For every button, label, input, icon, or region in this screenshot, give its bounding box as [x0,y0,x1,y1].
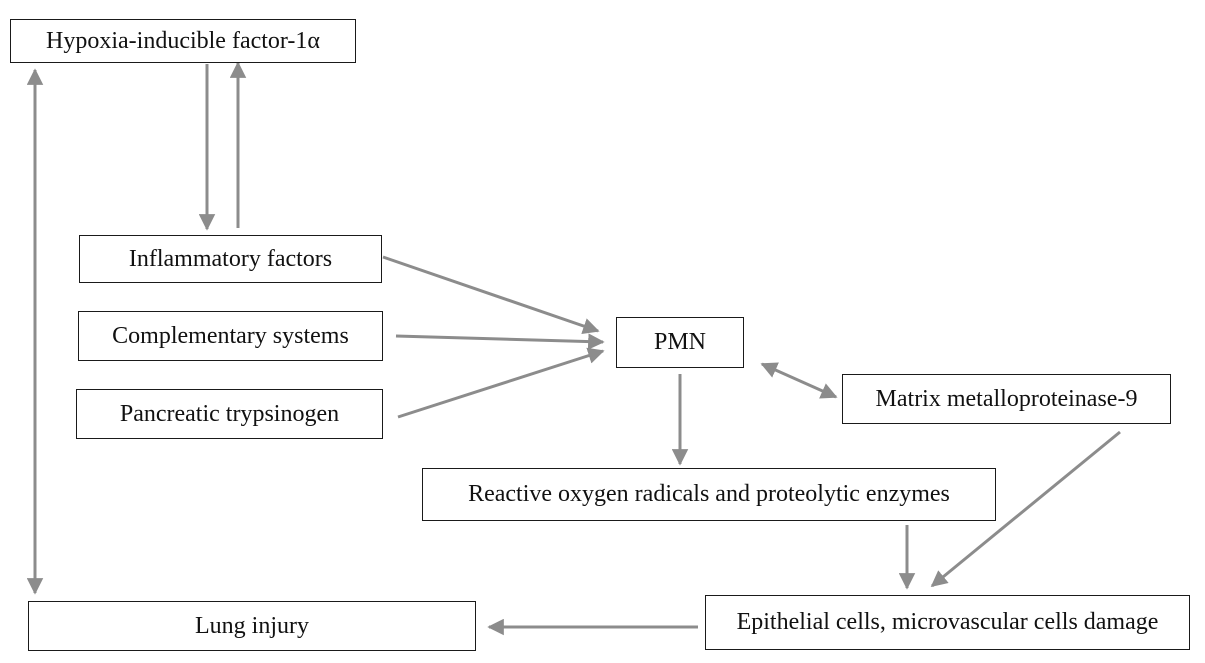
node-hif-1-alpha: Hypoxia-inducible factor-1α [10,19,356,63]
arrow-complementary-to-pmn [395,333,605,350]
node-reactive-oxygen-radicals: Reactive oxygen radicals and proteolytic… [422,468,996,521]
node-pmn: PMN [616,317,744,368]
arrow-mmp9-to-epithelial [930,430,1121,588]
node-inflammatory-factors: Inflammatory factors [79,235,382,283]
arrow-trypsinogen-to-pmn [397,347,605,419]
node-lung-injury: Lung injury [28,601,476,651]
node-matrix-metalloproteinase-9: Matrix metalloproteinase-9 [842,374,1171,424]
arrow-inflammatory-to-pmn [382,255,600,334]
arrow-pmn-mmp9-bidirectional [760,362,838,399]
node-epithelial-microvascular-damage: Epithelial cells, microvascular cells da… [705,595,1190,650]
node-complementary-systems: Complementary systems [78,311,383,361]
node-pancreatic-trypsinogen: Pancreatic trypsinogen [76,389,383,439]
